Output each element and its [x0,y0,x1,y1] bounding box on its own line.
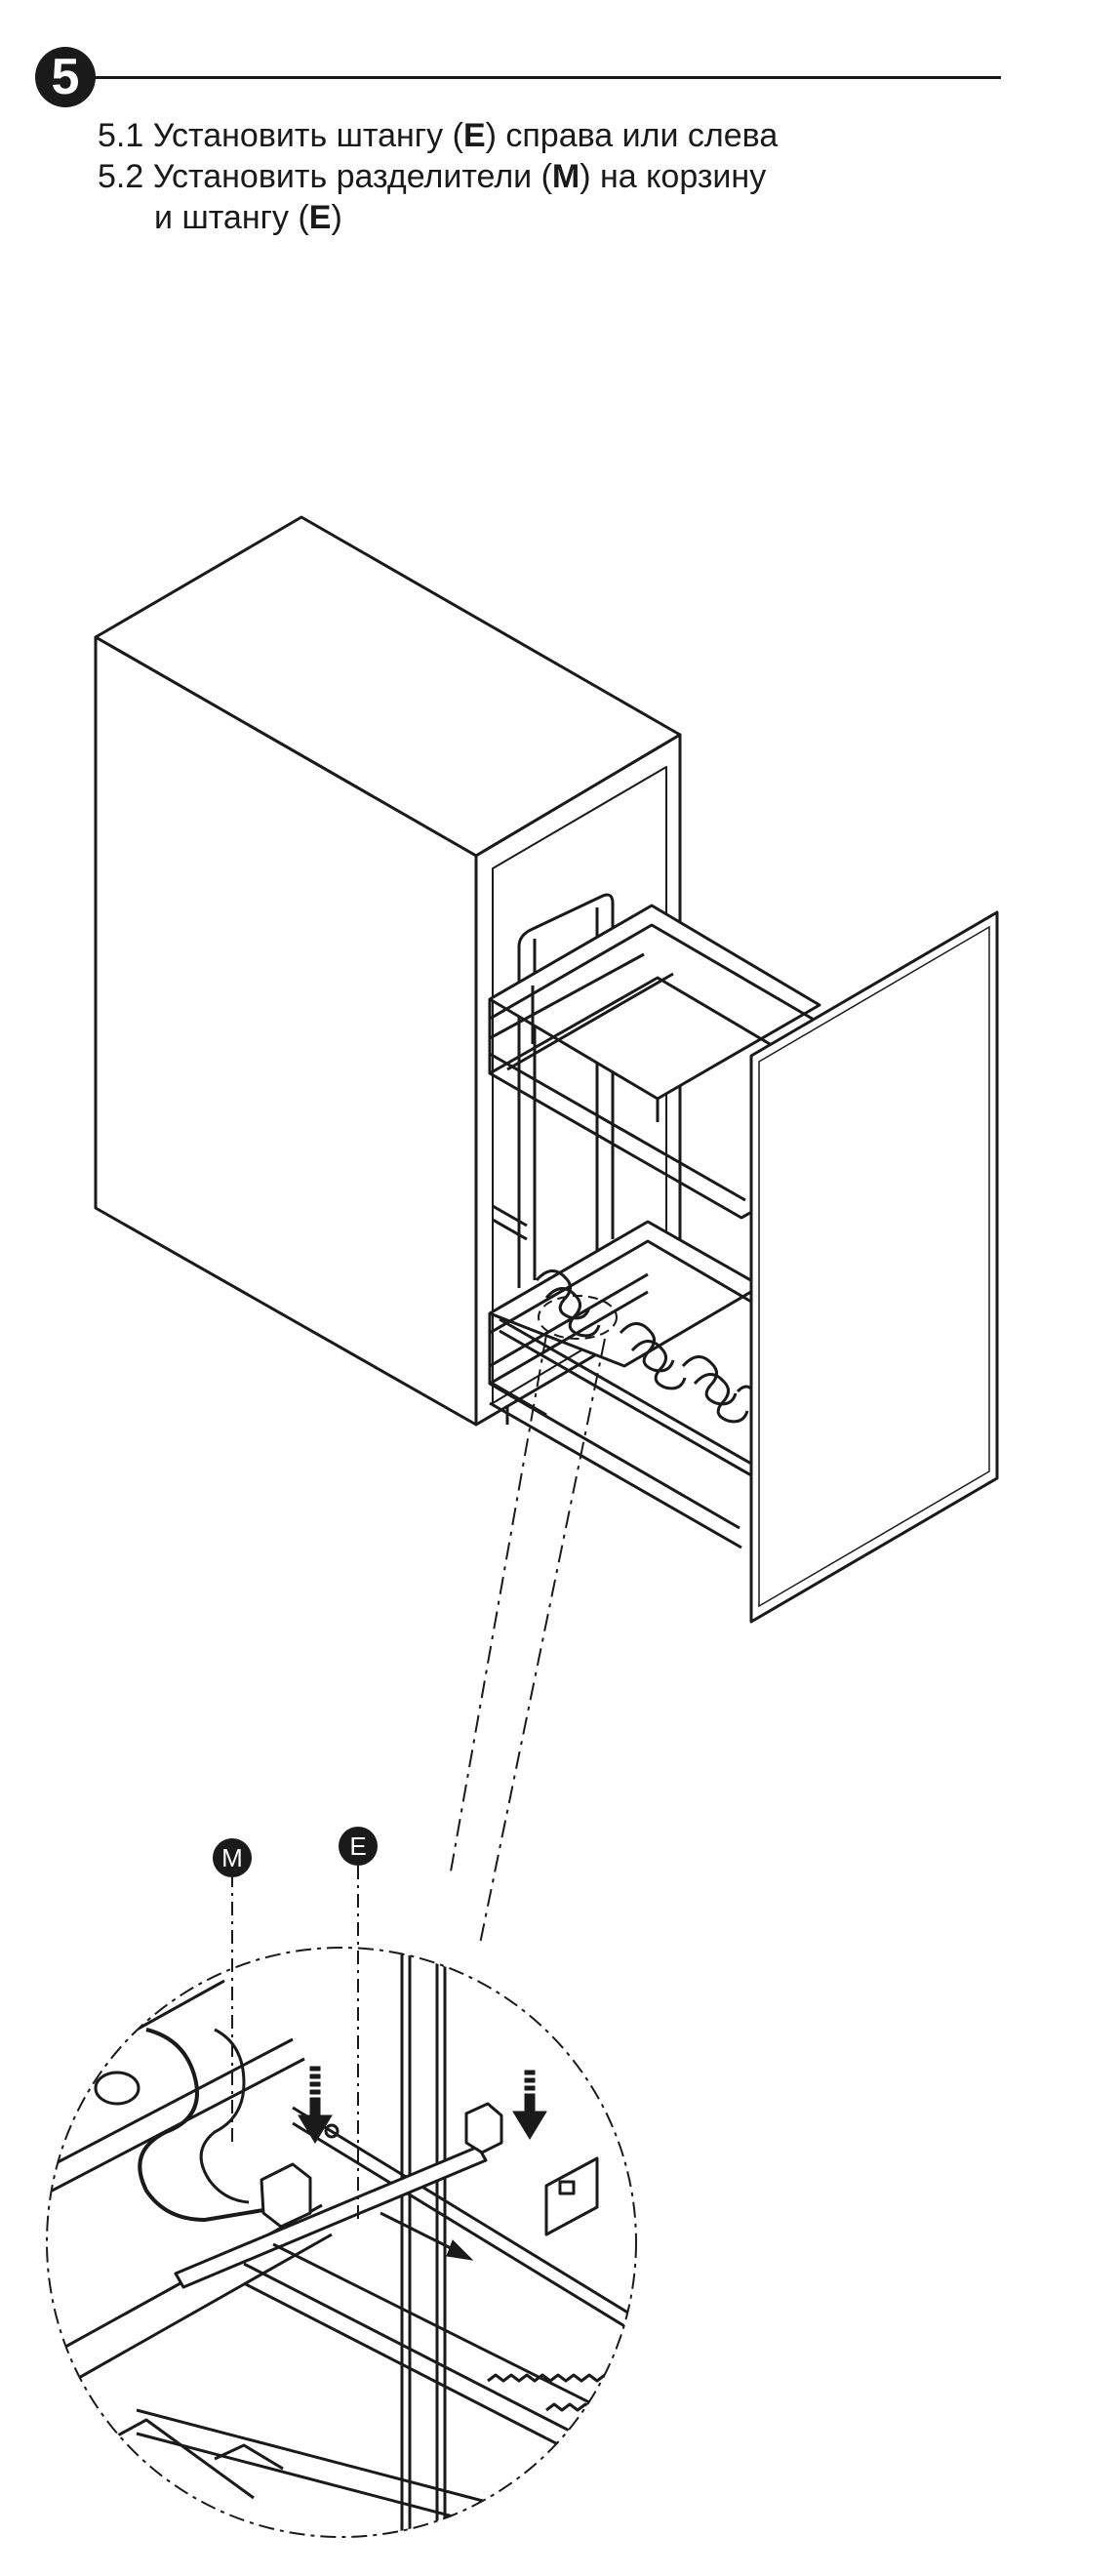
cabinet [94,515,682,1427]
instruction-number: 5.1 [98,117,144,154]
instruction-text: Установить разделители ( [152,158,552,195]
instruction-text: Установить штангу ( [152,117,463,154]
callout-e: E [339,1827,378,2219]
instruction-text: ) на корзину [580,158,767,195]
detail-circle [46,1947,637,2538]
detail-leader-left [450,1334,547,1872]
part-label: E [308,199,332,236]
front-panel-inner [758,925,990,1608]
instruction-5-2: 5.2 Установить разделители (M) на корзин… [98,156,976,197]
callout-m-label: M [221,1843,243,1872]
magnify-marker [538,1295,618,1340]
step-header: 5 [35,47,1001,113]
instruction-5-1: 5.1 Установить штангу (E) справа или сле… [98,115,976,156]
upper-basket [488,904,821,1220]
rail-e-overview [499,1317,752,1477]
detail-leader-right [479,1338,606,1945]
instruction-5-2-continued: и штангу (E) [98,197,976,238]
detail-view [46,1947,637,2538]
instruction-number: 5.2 [98,158,144,195]
instructions: 5.1 Установить штангу (E) справа или сле… [98,115,976,238]
callout-e-label: E [349,1831,366,1861]
part-label: M [551,158,580,195]
front-panel [749,910,999,1624]
callout-m-badge [213,1838,252,1877]
callout-m: M [213,1838,252,2143]
instruction-text: ) [331,199,342,236]
header-rule [90,76,1001,79]
part-label: E [462,117,486,154]
callout-e-badge [339,1827,378,1866]
direction-arrows [298,2066,547,2261]
instruction-text: и штангу ( [154,199,309,236]
step-number-badge: 5 [35,47,96,107]
instruction-text: ) справа или слева [485,117,779,154]
divider-set [535,1269,755,1424]
